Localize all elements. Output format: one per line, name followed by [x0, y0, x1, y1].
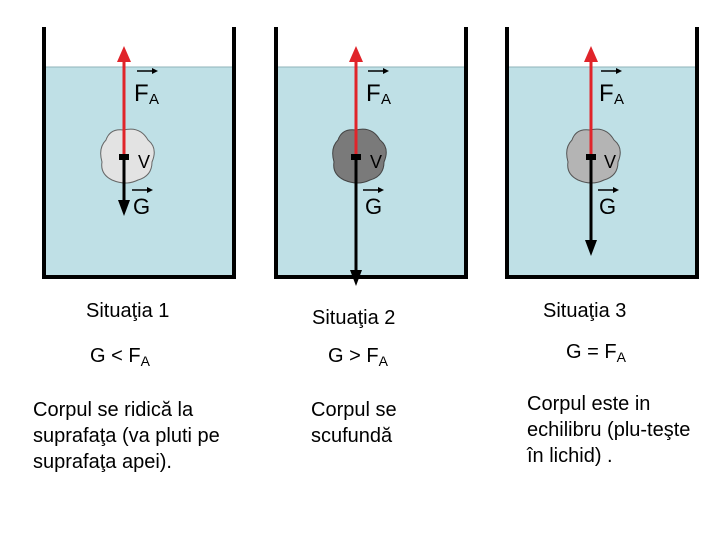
- weight-arrowhead-1: [118, 200, 130, 216]
- center-marker-1: [119, 154, 129, 160]
- buoyant-arrowhead-3: [584, 46, 598, 62]
- weight-arrowhead-3: [585, 240, 597, 256]
- weight-arrowhead-2: [350, 270, 362, 286]
- relation-sub-2: A: [378, 353, 388, 369]
- force-up-label-1: F: [134, 80, 149, 107]
- situation-title-1: Situaţia 1: [86, 300, 170, 322]
- relation-main-2: G > F: [328, 345, 379, 367]
- force-up-sub-3: A: [614, 91, 624, 108]
- force-up-label-2: F: [366, 80, 381, 107]
- buoyant-arrowhead-1: [117, 46, 131, 62]
- buoyant-arrowhead-2: [349, 46, 363, 62]
- weight-label-2: G: [365, 194, 382, 219]
- relation-1: G < FA: [90, 345, 150, 369]
- center-marker-2: [351, 154, 361, 160]
- container-1: F A V G: [42, 27, 236, 279]
- volume-label-3: V: [604, 152, 616, 172]
- weight-label-3: G: [599, 194, 616, 219]
- force-up-sub-2: A: [381, 91, 391, 108]
- volume-label-1: V: [138, 152, 150, 172]
- situation-title-2: Situaţia 2: [312, 307, 396, 329]
- situation-description-2: Corpul se scufundă: [311, 399, 397, 447]
- relation-main-1: G < F: [90, 345, 141, 367]
- relation-sub-1: A: [140, 353, 150, 369]
- container-3: F A V G: [505, 27, 699, 279]
- force-up-label-3: F: [599, 80, 614, 107]
- volume-label-2: V: [370, 152, 382, 172]
- force-up-sub-1: A: [149, 91, 159, 108]
- situation-title-3: Situaţia 3: [543, 300, 627, 322]
- container-2: F A V G: [274, 27, 468, 286]
- relation-main-3: G = F: [566, 341, 617, 363]
- relation-3: G = FA: [566, 341, 626, 365]
- situation-description-3: Corpul este in echilibru (plu-teşte în l…: [527, 393, 691, 467]
- center-marker-3: [586, 154, 596, 160]
- relation-sub-3: A: [616, 349, 626, 365]
- situation-description-1: Corpul se ridică la suprafaţa (va pluti …: [33, 399, 220, 473]
- weight-label-1: G: [133, 194, 150, 219]
- diagram-figure: F A V G F A V G F: [42, 27, 699, 286]
- relation-2: G > FA: [328, 345, 388, 369]
